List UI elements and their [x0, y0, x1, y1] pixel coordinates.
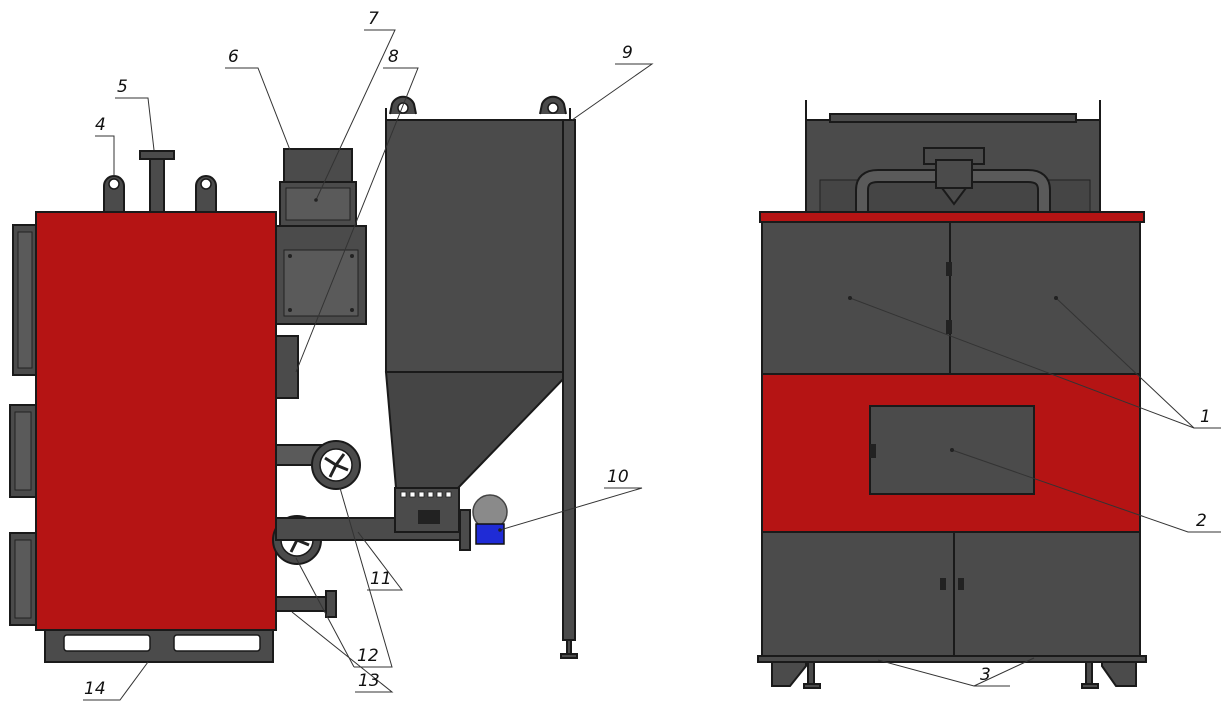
label-11: 11 [370, 569, 392, 589]
front-labels: 1 2 3 [980, 407, 1211, 685]
front-feet [757, 655, 1147, 689]
flue-assembly [275, 148, 367, 325]
base-frame [44, 627, 274, 663]
front-leader-lines [848, 296, 1221, 687]
boiler-body [35, 211, 277, 631]
label-3: 3 [980, 665, 991, 685]
top-structure [805, 100, 1101, 217]
upper-doors [761, 221, 1141, 375]
side-labels: 4 5 6 7 8 9 10 11 12 13 14 [84, 9, 633, 699]
label-4: 4 [95, 115, 106, 135]
return-pipe [275, 590, 337, 618]
inspection-hatch [275, 335, 299, 399]
hopper-support-leg [560, 119, 578, 659]
side-leader-lines [83, 29, 654, 701]
label-6: 6 [228, 47, 239, 67]
middle-section [761, 373, 1141, 533]
side-doors [9, 224, 40, 626]
top-fittings [103, 150, 217, 213]
label-12: 12 [357, 646, 379, 666]
auger-motor [472, 494, 508, 545]
label-9: 9 [622, 43, 633, 63]
lower-doors [761, 531, 1141, 659]
upper-fan [275, 440, 361, 490]
label-1: 1 [1200, 407, 1211, 427]
label-8: 8 [388, 47, 399, 67]
label-7: 7 [368, 9, 379, 29]
label-10: 10 [607, 467, 629, 487]
label-2: 2 [1196, 511, 1207, 531]
top-red-strip [759, 211, 1145, 223]
label-14: 14 [84, 679, 106, 699]
side-view: 4 5 6 7 8 9 10 11 12 13 14 [9, 9, 654, 701]
front-view: 1 2 3 [757, 100, 1221, 689]
label-13: 13 [358, 671, 380, 691]
label-5: 5 [117, 77, 128, 97]
pellet-hopper [384, 95, 573, 533]
